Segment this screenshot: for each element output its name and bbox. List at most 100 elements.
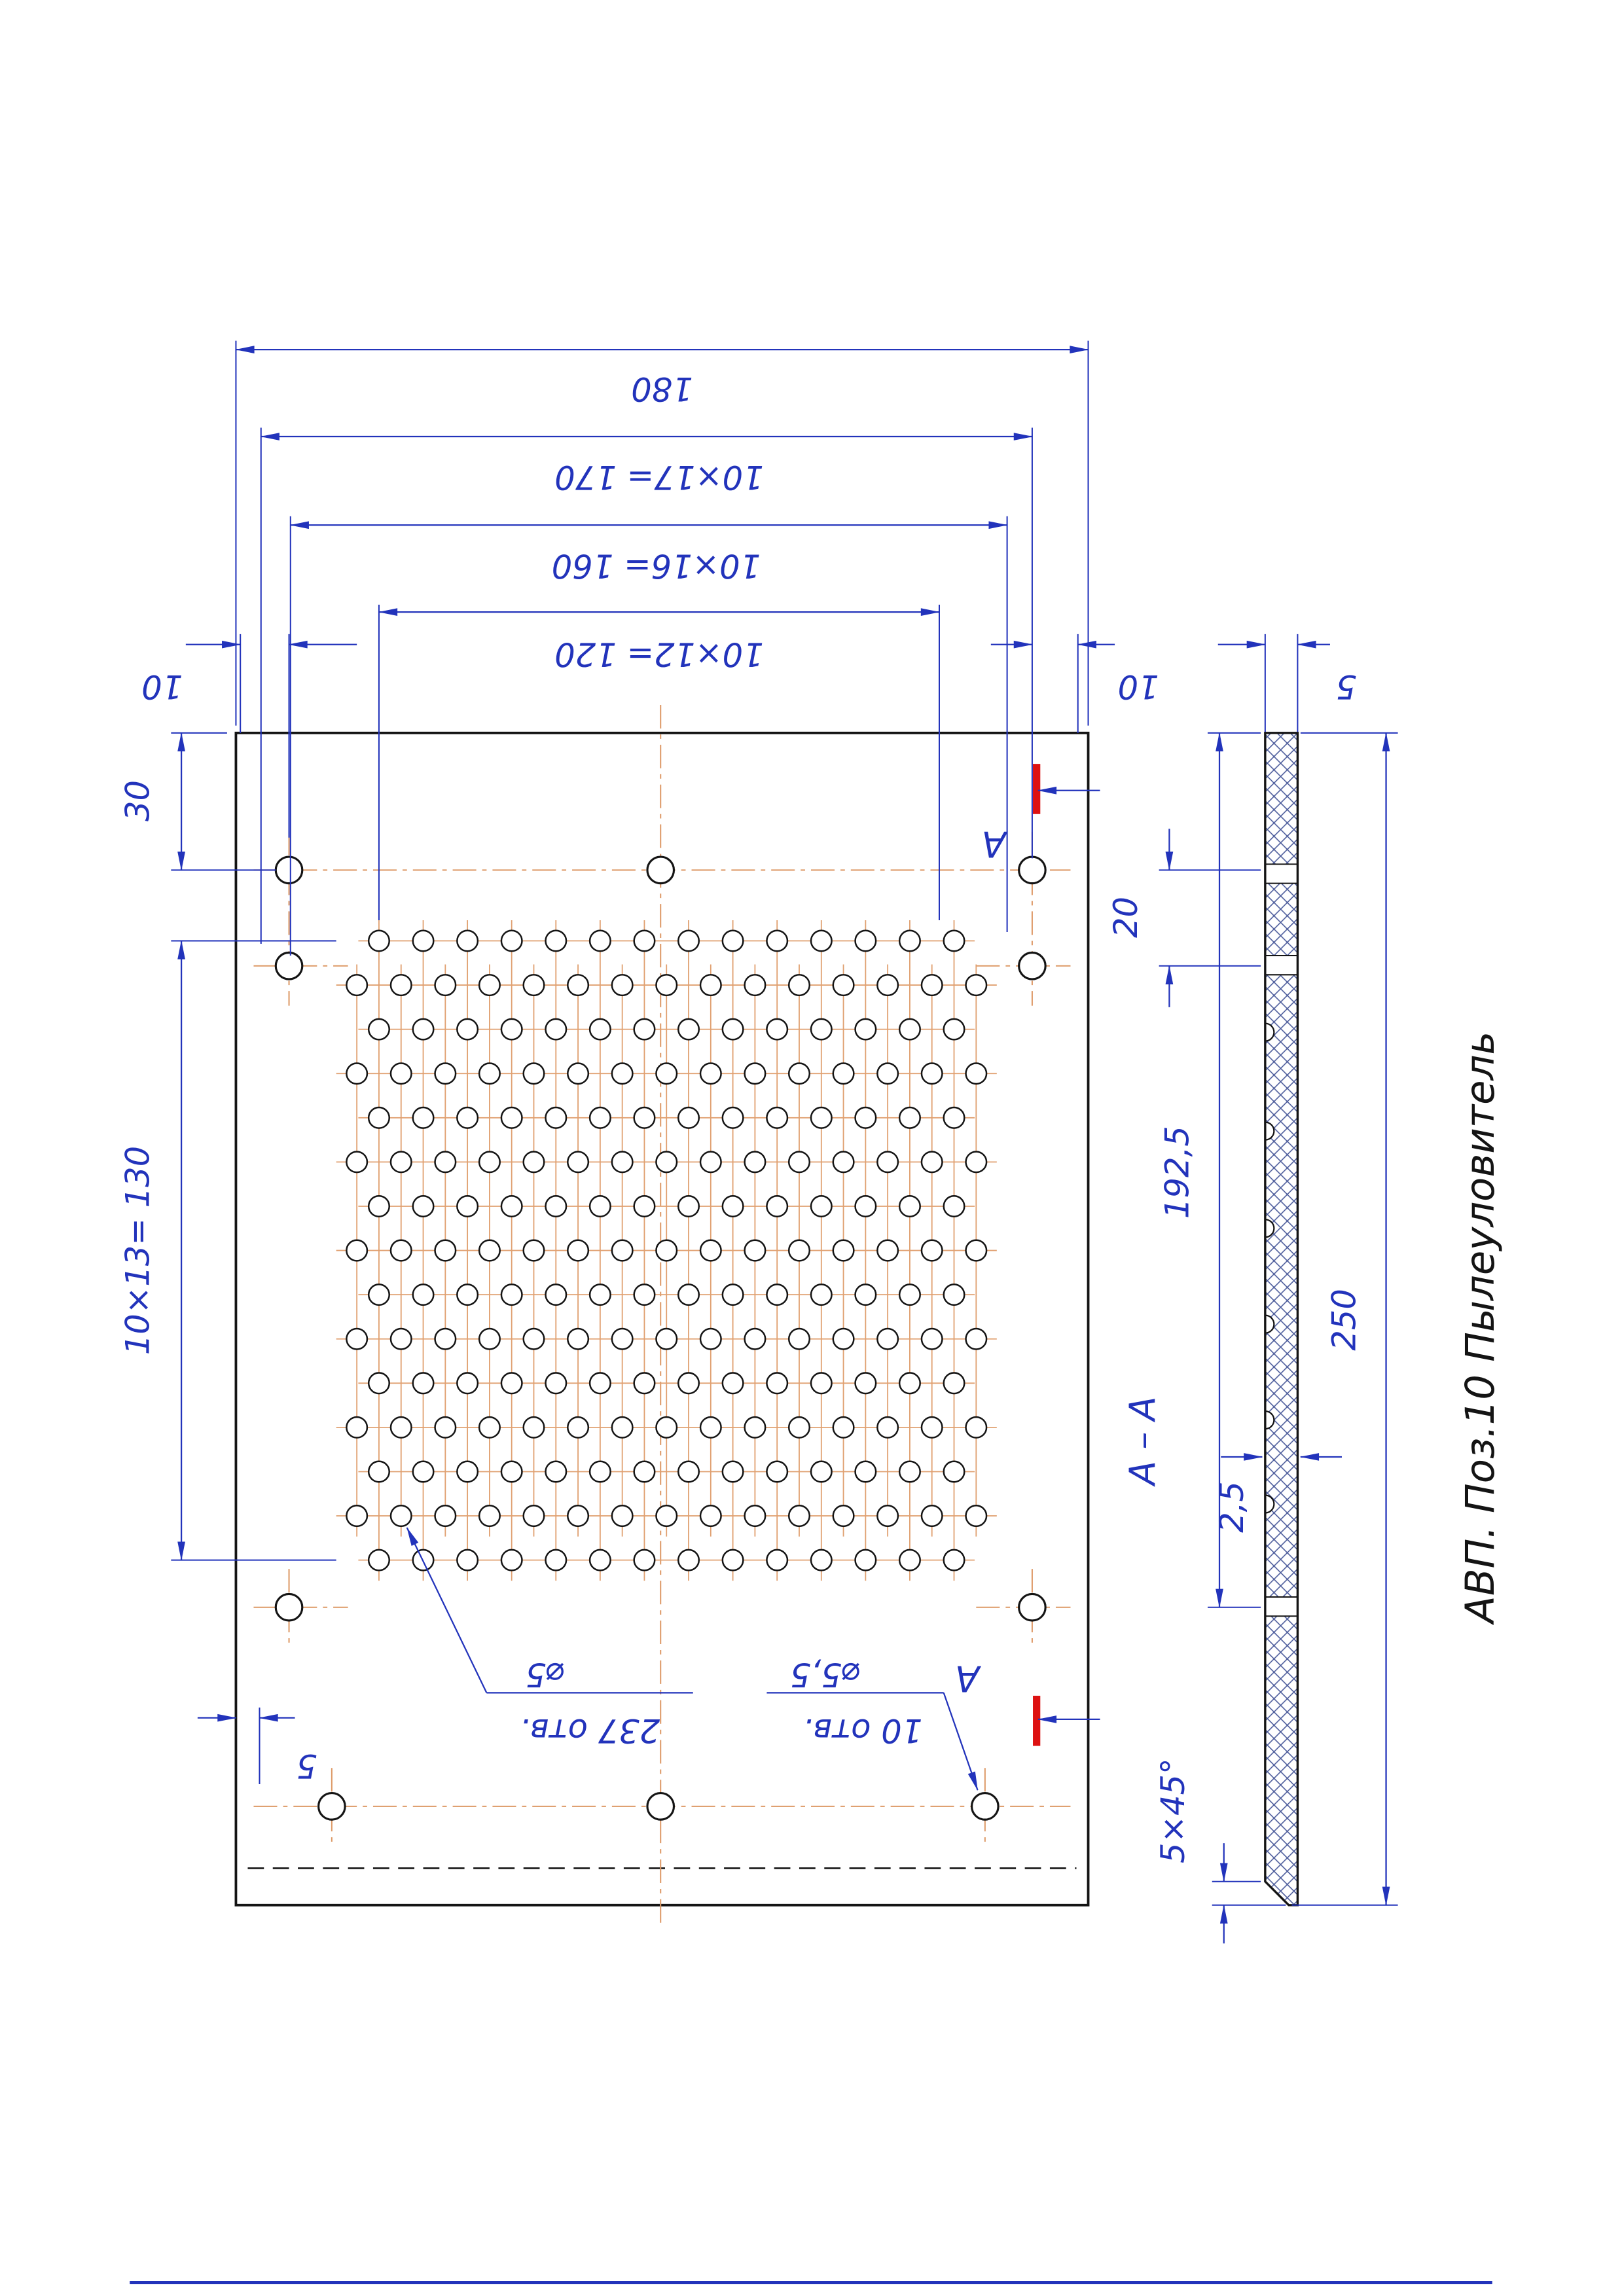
- small-hole: [766, 1018, 789, 1041]
- mount-hole: [274, 855, 304, 885]
- mount-hole: [1018, 951, 1047, 980]
- small-hole: [943, 1283, 965, 1306]
- countersink-notches: [1264, 1022, 1275, 1514]
- small-hole: [677, 1549, 700, 1571]
- small-hole: [699, 1327, 722, 1350]
- small-hole: [744, 1239, 766, 1262]
- small-hole: [854, 929, 877, 952]
- small-hole: [567, 1416, 590, 1439]
- small-hole: [677, 929, 700, 952]
- small-hole: [522, 1416, 545, 1439]
- mount-hole-centerlines: [253, 705, 1071, 1929]
- mount-holes: [274, 855, 1047, 1821]
- small-hole: [876, 1327, 899, 1350]
- small-hole: [545, 1549, 568, 1571]
- small-hole: [920, 1505, 943, 1528]
- small-hole: [810, 1460, 833, 1483]
- section-hole-gaps: [1262, 863, 1301, 1617]
- small-hole: [787, 1062, 810, 1085]
- dim-label-top-margin: 30: [119, 780, 157, 821]
- small-hole: [434, 1327, 457, 1350]
- note-small-hole-dia: ⌀5: [526, 1655, 566, 1693]
- small-hole: [478, 1505, 501, 1528]
- small-hole: [412, 929, 435, 952]
- small-hole: [633, 929, 656, 952]
- small-hole: [500, 929, 523, 952]
- small-hole: [965, 1327, 988, 1350]
- small-hole: [456, 929, 479, 952]
- small-hole: [677, 1194, 700, 1217]
- small-hole: [810, 929, 833, 952]
- small-hole: [545, 1460, 568, 1483]
- dim-label-chamfer: 5×45°: [1154, 1758, 1192, 1863]
- small-hole: [655, 1327, 678, 1350]
- small-hole: [367, 1372, 390, 1395]
- drawing-title: АВП. Поз.10 Пылеуловитель: [1458, 1031, 1504, 1626]
- small-hole: [832, 1239, 855, 1262]
- small-hole: [854, 1018, 877, 1041]
- note-mount-hole-dia: ⌀5,5: [790, 1655, 861, 1693]
- small-hole: [611, 1416, 634, 1439]
- small-hole: [898, 1106, 921, 1129]
- small-hole: [898, 1283, 921, 1306]
- small-hole: [965, 1505, 988, 1528]
- small-hole: [412, 1106, 435, 1129]
- small-hole: [766, 929, 789, 952]
- dim-label-row-offset: 20: [1107, 897, 1145, 938]
- small-hole: [655, 1151, 678, 1174]
- dim-label-pitch-17: 10×17= 170: [554, 458, 763, 496]
- small-hole: [389, 974, 412, 997]
- mount-hole: [1018, 855, 1047, 885]
- small-hole: [677, 1018, 700, 1041]
- small-hole: [478, 1327, 501, 1350]
- section-letter-bottom: А: [955, 1658, 981, 1699]
- small-hole: [832, 1062, 855, 1085]
- small-hole: [920, 974, 943, 997]
- small-hole: [522, 1239, 545, 1262]
- small-hole: [456, 1549, 479, 1571]
- small-hole: [766, 1283, 789, 1306]
- small-hole: [920, 1416, 943, 1439]
- section-title: А – А: [1122, 1396, 1163, 1486]
- small-hole: [545, 1372, 568, 1395]
- small-hole: [346, 1327, 369, 1350]
- small-hole: [744, 1416, 766, 1439]
- small-hole: [677, 1460, 700, 1483]
- small-hole: [721, 929, 744, 952]
- small-hole: [943, 1460, 965, 1483]
- small-hole: [478, 1239, 501, 1262]
- small-hole: [965, 1062, 988, 1085]
- small-hole: [633, 1460, 656, 1483]
- small-hole: [943, 929, 965, 952]
- small-hole: [412, 1372, 435, 1395]
- small-hole: [943, 1018, 965, 1041]
- small-hole: [633, 1283, 656, 1306]
- left-dimensions: 30 10×13= 130 5: [119, 732, 336, 1785]
- small-hole: [633, 1549, 656, 1571]
- small-hole: [611, 1505, 634, 1528]
- small-hole: [721, 1283, 744, 1306]
- small-hole: [787, 1151, 810, 1174]
- small-hole: [545, 929, 568, 952]
- small-hole: [522, 1151, 545, 1174]
- dim-label-height-total: 250: [1325, 1289, 1363, 1351]
- small-hole: [876, 974, 899, 997]
- small-hole: [766, 1460, 789, 1483]
- small-hole: [744, 1151, 766, 1174]
- small-hole: [787, 1416, 810, 1439]
- small-hole: [898, 1194, 921, 1217]
- small-hole: [500, 1018, 523, 1041]
- small-hole: [854, 1460, 877, 1483]
- small-hole: [876, 1062, 899, 1085]
- leader-line: [943, 1693, 979, 1791]
- extension-lines: [1159, 732, 1398, 1906]
- small-hole: [876, 1505, 899, 1528]
- dim-label-countersink: 2,5: [1213, 1481, 1251, 1533]
- small-hole: [920, 1151, 943, 1174]
- small-hole: [655, 1416, 678, 1439]
- small-hole: [522, 1062, 545, 1085]
- small-hole: [854, 1194, 877, 1217]
- small-hole: [633, 1372, 656, 1395]
- small-hole: [787, 1327, 810, 1350]
- small-hole: [965, 1151, 988, 1174]
